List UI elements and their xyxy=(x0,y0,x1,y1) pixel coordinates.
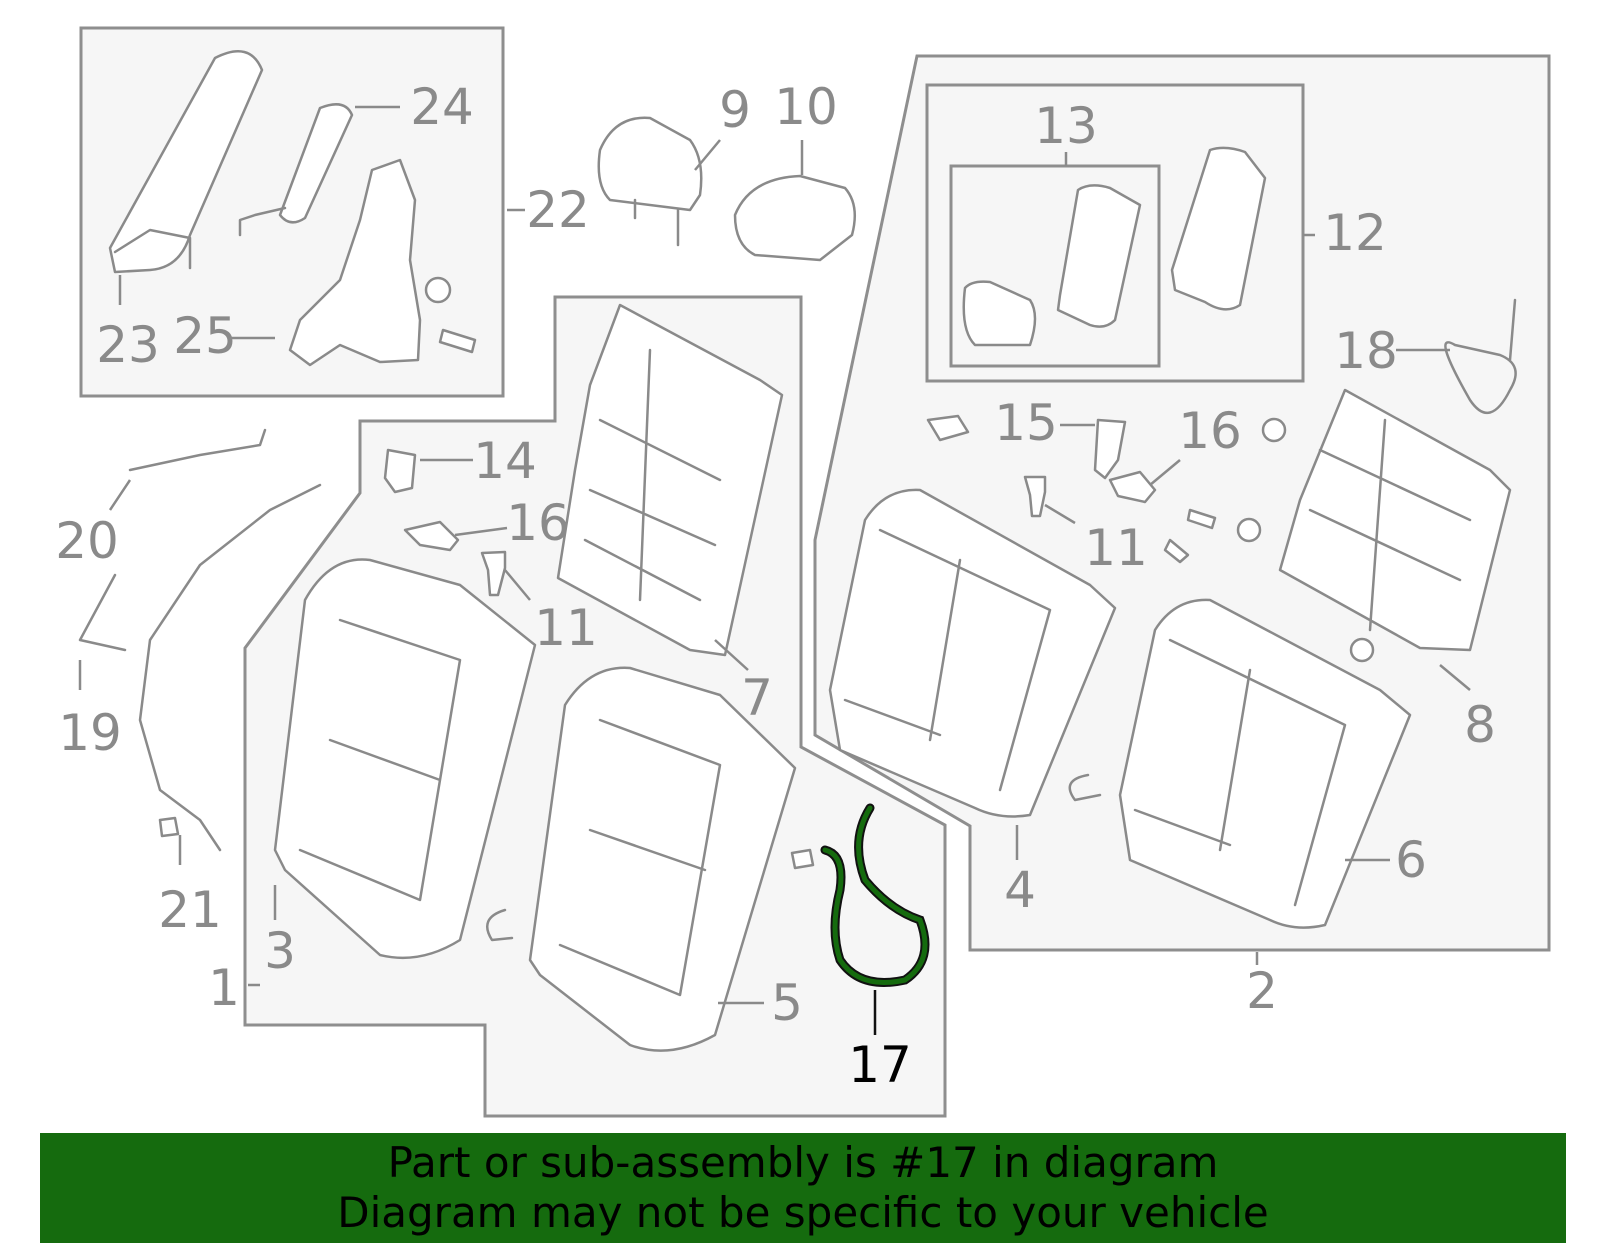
part-17-connector xyxy=(790,848,815,870)
leader-11-left xyxy=(504,569,531,601)
seatback-cover-4-seams xyxy=(843,528,1052,792)
leader-16-right xyxy=(1149,459,1181,486)
pin-11-left-part xyxy=(480,550,507,597)
bolt-right-part xyxy=(1186,508,1217,530)
headrest-posts xyxy=(633,198,680,247)
leader-16-left xyxy=(454,526,508,537)
callout-13: 13 xyxy=(1034,97,1098,155)
callout-7: 7 xyxy=(741,669,773,727)
callout-14: 14 xyxy=(473,432,537,490)
callout-16-right: 16 xyxy=(1178,402,1242,460)
clip-16-left-part xyxy=(403,520,460,552)
callout-17[interactable]: 17 xyxy=(848,1036,912,1094)
part-17-highlight[interactable] xyxy=(822,805,928,985)
seatback-cover-6-seams xyxy=(1133,638,1347,907)
armrest-hinge-part xyxy=(278,103,354,224)
callout-16-left: 16 xyxy=(506,494,570,552)
headrest-part xyxy=(597,116,703,212)
seatback-cover-3-part xyxy=(273,558,537,960)
seatback-frame-right-ribs xyxy=(1308,418,1472,632)
info-banner: Part or sub-assembly is #17 in diagram D… xyxy=(40,1133,1566,1243)
callout-4: 4 xyxy=(1004,861,1036,919)
armrest-cover-part xyxy=(1170,146,1267,311)
banner-line-2: Diagram may not be specific to your vehi… xyxy=(337,1188,1269,1237)
leader-9 xyxy=(694,139,721,171)
callout-18: 18 xyxy=(1334,322,1398,380)
callout-6: 6 xyxy=(1395,831,1427,889)
callout-23: 23 xyxy=(96,316,160,374)
seatback-cover-4-part xyxy=(828,488,1117,818)
c-clip-right xyxy=(1068,773,1102,802)
pin-11-right-part xyxy=(1023,475,1047,518)
callout-22: 22 xyxy=(526,181,590,239)
bracket-14-part xyxy=(383,448,417,494)
seatback-cover-6-part xyxy=(1118,598,1412,929)
seatback-frame-left-ribs xyxy=(583,348,722,602)
callout-5: 5 xyxy=(771,974,803,1032)
leader-7 xyxy=(714,639,749,671)
c-clip-left xyxy=(486,908,514,942)
callout-20: 20 xyxy=(55,512,119,570)
seatback-frame-right-part xyxy=(1278,388,1512,652)
nut-right-3-part xyxy=(1349,637,1375,663)
callout-25: 25 xyxy=(173,307,237,365)
callout-10: 10 xyxy=(774,78,838,136)
leader-20 xyxy=(108,479,132,511)
armrest-bracket-part xyxy=(288,158,422,367)
armrest-lid-part xyxy=(1056,184,1142,328)
bracket-19-part xyxy=(78,573,127,652)
seatback-cover-5-part xyxy=(528,666,797,1052)
callout-21: 21 xyxy=(158,881,222,939)
clip-part xyxy=(926,414,970,442)
bracket-20-part xyxy=(128,428,267,472)
cable-19-21-part xyxy=(138,483,322,852)
bolt-part xyxy=(438,328,477,354)
bracket-15-part xyxy=(1093,418,1127,480)
callout-15: 15 xyxy=(994,394,1058,452)
callout-3: 3 xyxy=(264,922,296,980)
callout-19: 19 xyxy=(58,704,122,762)
nut-part xyxy=(424,276,452,304)
nut-right-part xyxy=(1261,417,1287,443)
armrest-cover-subpanel xyxy=(925,83,1305,383)
callout-24: 24 xyxy=(410,78,474,136)
callout-11-right: 11 xyxy=(1084,519,1148,577)
callout-1: 1 xyxy=(208,959,240,1017)
cupholder-part xyxy=(962,280,1037,347)
callout-2: 2 xyxy=(1246,962,1278,1020)
callout-9: 9 xyxy=(719,81,751,139)
armrest-wire xyxy=(238,206,287,237)
connector-21-part xyxy=(158,816,180,838)
seatback-cover-3-seams xyxy=(298,618,462,902)
cupholder-subpanel xyxy=(949,164,1161,368)
armrest-pad-part xyxy=(108,50,264,274)
callout-8: 8 xyxy=(1464,696,1496,754)
callout-12: 12 xyxy=(1323,204,1387,262)
leader-11-right xyxy=(1044,503,1076,525)
nut-right-2-part xyxy=(1236,517,1262,543)
center-headrest-part xyxy=(733,174,857,262)
seatback-cover-5-seams xyxy=(558,718,722,997)
armrest-pad-edge xyxy=(113,228,192,270)
bolt-right-2-part xyxy=(1163,538,1190,564)
clip-16-right-part xyxy=(1108,470,1157,504)
cable-18-part xyxy=(1444,298,1517,415)
leader-8 xyxy=(1439,664,1471,691)
callout-11-left: 11 xyxy=(534,599,598,657)
seatback-frame-left-part xyxy=(556,303,784,657)
banner-line-1: Part or sub-assembly is #17 in diagram xyxy=(387,1138,1219,1187)
